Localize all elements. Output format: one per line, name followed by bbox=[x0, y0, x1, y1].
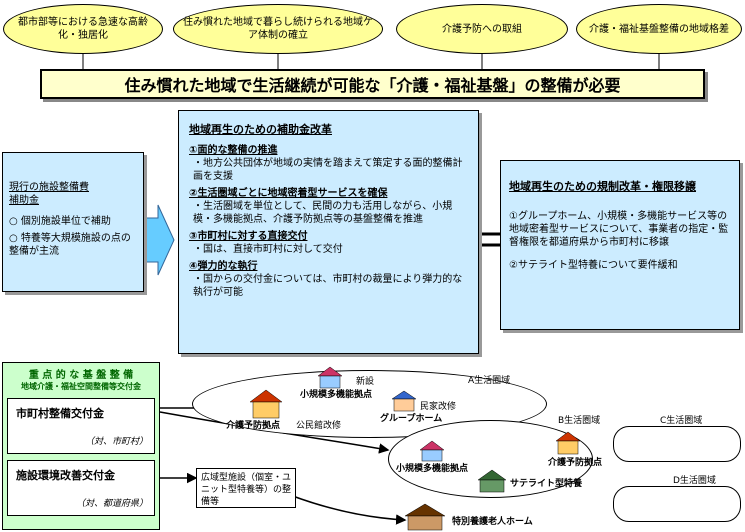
current-subsidy-item: ○ 個別施設単位で補助 bbox=[9, 216, 111, 227]
grant-prefecture: 施設環境改善交付金 （対、都道府県） bbox=[7, 460, 155, 516]
reform-section-body: ・国からの交付金については、市町村の裁量により弾力的な執行が可能 bbox=[193, 274, 463, 298]
area-c-label: C生活圏域 bbox=[660, 416, 703, 426]
facility-satellite-label: サテライト型特養 bbox=[510, 479, 583, 489]
grant-target: （対、市町村） bbox=[84, 437, 148, 447]
current-subsidy-title-2: 補助金 bbox=[9, 195, 39, 206]
facility-group-home-label: グループホーム bbox=[380, 414, 443, 424]
facility-public-hall-label: 公民館改修 bbox=[296, 421, 342, 431]
current-subsidy-title-1: 現行の施設整備費 bbox=[9, 182, 89, 193]
issue-regional-gap: 介護・福祉基盤整備の地域格差 bbox=[576, 4, 742, 54]
regulation-reform-panel: 地域再生のための規制改革・権限移譲 ①グループホーム、小規模・多機能サービス等の… bbox=[500, 160, 740, 330]
wide-area-box: 広域型施設（個室・ユニット型特養等）の整備等 bbox=[196, 468, 296, 508]
banner-main-need: 住み慣れた地域で生活継続が可能な「介護・福祉基盤」の整備が必要 bbox=[40, 69, 705, 99]
grant-municipal: 市町村整備交付金 （対、市町村） bbox=[7, 398, 155, 454]
area-b-label: B生活圏域 bbox=[558, 416, 601, 426]
current-subsidy-box: 現行の施設整備費 補助金 ○ 個別施設単位で補助 ○ 特養等大規模施設の点の整備… bbox=[2, 152, 144, 292]
issue-prevention: 介護予防への取組 bbox=[396, 4, 568, 54]
flow-arrow bbox=[145, 204, 175, 276]
grant-target: （対、都道府県） bbox=[75, 499, 148, 509]
wide-area-arrow bbox=[289, 494, 407, 525]
facility-new-label: 新設 bbox=[356, 377, 375, 387]
regulation-reform-item: ②サテライト型特養について要件緩和 bbox=[509, 260, 678, 271]
issue-aging: 都市部等における急速な高齢化・独居化 bbox=[3, 4, 163, 54]
facility-small-multi-b-label: 小規模多機能拠点 bbox=[396, 464, 469, 474]
reform-section-body: ・生活圏域を単位として、民間の力も活用しながら、小規模・多機能拠点、介護予防拠点… bbox=[193, 201, 453, 225]
building-icon bbox=[404, 503, 446, 531]
regulation-reform-title: 地域再生のための規制改革・権限移譲 bbox=[509, 180, 696, 193]
reform-section-body: ・地方公共団体が地域の実情を踏まえて策定する面的整備計画を支援 bbox=[193, 158, 463, 182]
reform-section-head: ③市町村に対する直接交付 bbox=[189, 231, 308, 242]
subsidy-reform-title: 地域再生のための補助金改革 bbox=[189, 123, 332, 136]
facility-small-multi-a-label: 小規模多機能拠点 bbox=[300, 390, 373, 400]
grant-name: 施設環境改善交付金 bbox=[16, 469, 115, 482]
subsidy-reform-panel: 地域再生のための補助金改革 ①面的な整備の推進 ・地方公共団体が地域の実情を踏ま… bbox=[178, 110, 479, 354]
priority-box: 重 点 的 な 基 盤 整 備 地域介護・福祉空間整備等交付金 市町村整備交付金… bbox=[2, 362, 160, 530]
facility-prevention-b-label: 介護予防拠点 bbox=[548, 458, 603, 468]
regulation-reform-item: ①グループホーム、小規模・多機能サービス等の地域密着型サービスについて、事業者の… bbox=[509, 211, 729, 248]
facility-prevention-a-label: 介護予防拠点 bbox=[226, 421, 281, 431]
priority-title: 重 点 的 な 基 盤 整 備 bbox=[28, 370, 134, 381]
reform-section-head: ④弾力的な執行 bbox=[189, 261, 258, 272]
facility-nursing-home-label: 特別養護老人ホーム bbox=[452, 517, 533, 527]
reform-section-head: ①面的な整備の推進 bbox=[189, 145, 278, 156]
current-subsidy-item: ○ 特養等大規模施設の点の整備が主流 bbox=[9, 233, 131, 257]
facility-renovation-label: 民家改修 bbox=[420, 402, 457, 412]
grant-name: 市町村整備交付金 bbox=[16, 407, 104, 420]
area-a-label: A生活圏域 bbox=[468, 376, 511, 386]
issue-community-care: 住み慣れた地域で暮らし続けられる地域ケア体制の確立 bbox=[173, 4, 383, 54]
reform-section-head: ②生活圏域ごとに地域密着型サービスを確保 bbox=[189, 188, 388, 199]
area-c bbox=[613, 426, 741, 462]
reform-section-body: ・国は、直接市町村に対して交付 bbox=[193, 244, 343, 255]
area-d bbox=[613, 486, 741, 522]
area-d-label: D生活圏域 bbox=[673, 476, 716, 486]
priority-subtitle: 地域介護・福祉空間整備等交付金 bbox=[21, 382, 141, 391]
